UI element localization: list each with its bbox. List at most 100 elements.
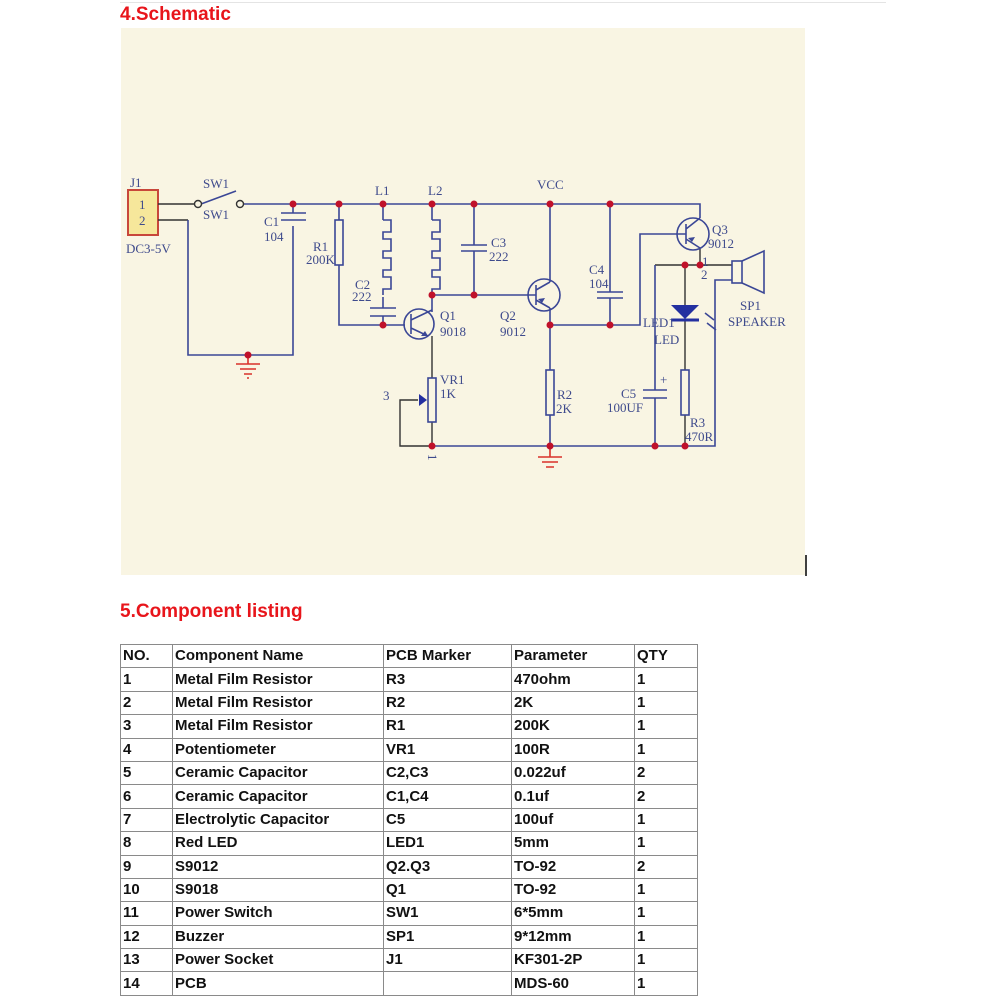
- cell-component-name: Ceramic Capacitor: [172, 784, 384, 809]
- schematic-title: 4.Schematic: [120, 4, 231, 25]
- cell-no: 12: [120, 924, 173, 950]
- cell-component-name: PCB: [172, 971, 384, 996]
- svg-text:200K: 200K: [306, 252, 336, 267]
- svg-text:Q1: Q1: [440, 308, 456, 323]
- cell-component-name: Buzzer: [172, 924, 384, 950]
- cell-pcb-marker: R2: [383, 690, 512, 716]
- ground-icon: [538, 446, 562, 468]
- cell-component-name: Electrolytic Capacitor: [172, 807, 384, 833]
- cell-qty: 1: [634, 714, 698, 739]
- svg-text:+: +: [660, 372, 667, 387]
- svg-text:9018: 9018: [440, 324, 466, 339]
- cell-parameter: 5mm: [511, 831, 635, 856]
- j1-connector: J1 1 2 DC3-5V: [126, 175, 171, 256]
- q2-transistor: Q2 9012: [500, 278, 561, 339]
- r1-resistor: R1 200K: [306, 219, 344, 267]
- cell-qty: 2: [634, 760, 698, 786]
- vr1-potentiometer: VR1 1K 3 1: [383, 372, 465, 461]
- svg-text:104: 104: [589, 276, 609, 291]
- cell-component-name: Ceramic Capacitor: [172, 760, 384, 786]
- c3-capacitor: C3 222: [461, 235, 509, 264]
- header-qty: QTY: [634, 643, 698, 669]
- cell-qty: 1: [634, 948, 698, 973]
- svg-text:L2: L2: [428, 183, 442, 198]
- cell-no: 8: [120, 831, 173, 856]
- cell-pcb-marker: [383, 971, 512, 996]
- cell-component-name: Red LED: [172, 831, 384, 856]
- svg-text:9012: 9012: [500, 324, 526, 339]
- svg-text:9012: 9012: [708, 236, 734, 251]
- q1-transistor: Q1 9018: [403, 308, 466, 340]
- cell-no: 4: [120, 737, 173, 762]
- r2-resistor: R2 2K: [545, 369, 573, 416]
- wires: [158, 190, 732, 447]
- c4-capacitor: C4 104: [589, 262, 623, 299]
- q3-transistor: Q3 9012 1 2: [676, 217, 734, 282]
- cell-component-name: Metal Film Resistor: [172, 690, 384, 716]
- svg-text:C4: C4: [589, 262, 605, 277]
- svg-text:1K: 1K: [440, 386, 457, 401]
- cell-qty: 1: [634, 971, 698, 996]
- cell-component-name: Potentiometer: [172, 737, 384, 762]
- cell-qty: 2: [634, 784, 698, 809]
- cell-qty: 1: [634, 737, 698, 762]
- cell-no: 1: [120, 667, 173, 692]
- cell-no: 14: [120, 971, 173, 996]
- l2-inductor: L2: [428, 183, 442, 295]
- cell-parameter: 200K: [511, 714, 635, 739]
- svg-text:2K: 2K: [556, 401, 573, 416]
- cell-no: 9: [120, 854, 173, 879]
- svg-text:3: 3: [383, 388, 390, 403]
- cell-pcb-marker: Q1: [383, 877, 512, 903]
- cell-qty: 2: [634, 854, 698, 879]
- svg-text:LED1: LED1: [643, 315, 675, 330]
- vcc-label: VCC: [537, 177, 564, 192]
- cell-component-name: S9012: [172, 854, 384, 879]
- cell-component-name: Metal Film Resistor: [172, 714, 384, 739]
- svg-text:2: 2: [139, 213, 146, 228]
- svg-text:C1: C1: [264, 214, 279, 229]
- cell-pcb-marker: C2,C3: [383, 760, 512, 786]
- cell-parameter: KF301-2P: [511, 948, 635, 973]
- c2-capacitor: C2 222: [352, 277, 396, 317]
- cell-parameter: TO-92: [511, 854, 635, 879]
- component-table: NO. Component Name PCB Marker Parameter …: [120, 643, 698, 996]
- cell-no: 10: [120, 877, 173, 903]
- cell-pcb-marker: C5: [383, 807, 512, 833]
- svg-text:Q2: Q2: [500, 308, 516, 323]
- svg-text:SW1: SW1: [203, 176, 229, 191]
- cell-parameter: 0.022uf: [511, 760, 635, 786]
- cell-pcb-marker: LED1: [383, 831, 512, 856]
- cell-parameter: 470ohm: [511, 667, 635, 692]
- component-listing-title: 5.Component listing: [120, 601, 303, 622]
- schematic-diagram: J1 1 2 DC3-5V SW1 SW1 C1 104: [121, 28, 807, 576]
- svg-text:R3: R3: [690, 415, 705, 430]
- svg-text:R2: R2: [557, 387, 572, 402]
- cell-parameter: 100R: [511, 737, 635, 762]
- svg-text:L1: L1: [375, 183, 389, 198]
- cell-qty: 1: [634, 667, 698, 692]
- cell-pcb-marker: SW1: [383, 901, 512, 926]
- led1-diode: LED1 LED: [643, 305, 717, 347]
- svg-text:SP1: SP1: [740, 298, 761, 313]
- cell-qty: 1: [634, 924, 698, 950]
- cell-component-name: Power Switch: [172, 901, 384, 926]
- header-component-name: Component Name: [172, 643, 384, 669]
- cell-parameter: 9*12mm: [511, 924, 635, 950]
- l1-inductor: L1: [375, 183, 392, 295]
- svg-text:LED: LED: [654, 332, 679, 347]
- ground-icon: [236, 355, 260, 379]
- cell-qty: 1: [634, 901, 698, 926]
- cell-qty: 1: [634, 690, 698, 716]
- svg-text:R1: R1: [313, 239, 328, 254]
- cell-pcb-marker: SP1: [383, 924, 512, 950]
- svg-text:222: 222: [352, 289, 372, 304]
